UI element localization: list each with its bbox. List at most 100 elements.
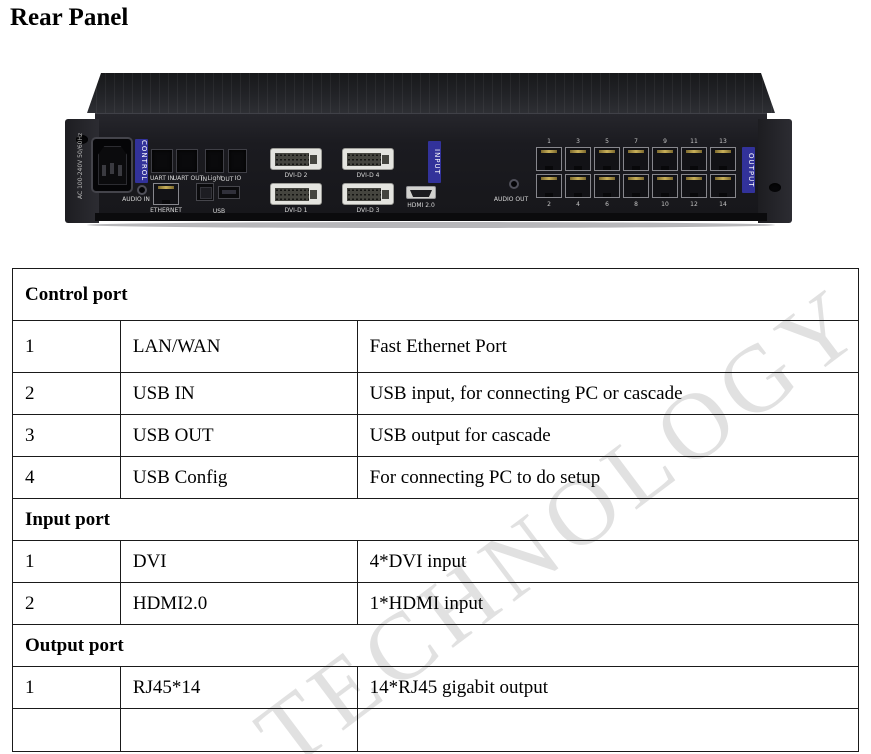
audio-in-label: AUDIO IN	[122, 196, 150, 203]
port-number: 11	[690, 138, 698, 145]
port-number: 2	[547, 201, 551, 208]
light-port	[205, 149, 224, 173]
row-desc: For connecting PC to do setup	[356, 456, 860, 499]
table-row: 3 USB OUT USB output for cascade	[12, 414, 860, 457]
row-num: 2	[12, 582, 121, 625]
output-section-label: OUTPUT	[742, 147, 755, 193]
row-num: 3	[12, 414, 121, 457]
dvi-port-4	[342, 148, 394, 170]
uart-in-port	[151, 149, 173, 173]
section-header-output: Output port	[12, 624, 859, 667]
table-row: 1 LAN/WAN Fast Ethernet Port	[12, 320, 860, 373]
control-section-label: CONTROL	[135, 139, 148, 183]
dvi-2-label: DVI-D 2	[284, 172, 308, 179]
rj45-port	[623, 147, 649, 171]
audio-out-jack	[509, 179, 519, 189]
row-name: USB IN	[119, 372, 358, 415]
spec-table: Control port 1 LAN/WAN Fast Ethernet Por…	[12, 268, 860, 752]
port-number: 10	[661, 201, 669, 208]
empty-row	[12, 708, 860, 752]
dvi-port-1	[270, 183, 322, 205]
light-label: Light	[207, 175, 223, 182]
port-number: 8	[634, 201, 638, 208]
ac-power-inlet	[91, 137, 133, 193]
row-desc: Fast Ethernet Port	[356, 320, 860, 373]
row-num: 1	[12, 320, 121, 373]
io-label: IO	[234, 175, 242, 182]
usb-a-port	[218, 186, 240, 199]
rj45-port	[536, 174, 562, 198]
uart-out-port	[176, 149, 198, 173]
section-header-row: Input port	[12, 498, 859, 541]
row-name: DVI	[119, 540, 358, 583]
rj45-port	[565, 174, 591, 198]
ethernet-port	[153, 183, 179, 205]
table-row: 4 USB Config For connecting PC to do set…	[12, 456, 860, 499]
uart-out-label: UART OUT	[172, 175, 204, 182]
rear-panel-photo: AC 100-240V 50/60Hz CONTROL AUDIO IN UAR…	[65, 73, 792, 233]
row-name: USB OUT	[119, 414, 358, 457]
row-num: 2	[12, 372, 121, 415]
rj45-port	[652, 147, 678, 171]
power-rating-label: AC 100-240V 50/60Hz	[77, 132, 84, 199]
rj45-port	[652, 174, 678, 198]
port-number: 14	[719, 201, 727, 208]
chassis-top	[87, 73, 775, 113]
uart-in-label: UART IN	[149, 175, 175, 182]
rj45-port	[710, 147, 736, 171]
section-header-row: Output port	[12, 624, 859, 667]
port-number: 9	[663, 138, 667, 145]
hdmi-label: HDMI 2.0	[407, 202, 435, 209]
rj45-port	[594, 174, 620, 198]
chassis-shadow	[87, 222, 775, 228]
usb-in-label: IN	[200, 176, 208, 183]
dvi-port-2	[270, 148, 322, 170]
rj45-port	[681, 174, 707, 198]
section-header-control: Control port	[12, 268, 859, 321]
dvi-4-label: DVI-D 4	[356, 172, 380, 179]
rack-ear-right	[758, 119, 792, 223]
rj45-port	[594, 147, 620, 171]
empty-cell	[356, 708, 860, 752]
row-desc: 1*HDMI input	[356, 582, 860, 625]
rj45-port	[681, 147, 707, 171]
mount-hole	[76, 135, 88, 144]
io-port	[228, 149, 247, 173]
mount-hole	[769, 183, 781, 192]
usb-label: USB	[212, 208, 226, 215]
empty-cell	[119, 708, 358, 752]
empty-cell	[12, 708, 121, 752]
row-name: HDMI2.0	[119, 582, 358, 625]
port-number: 7	[634, 138, 638, 145]
usb-b-port	[196, 183, 214, 201]
row-num: 4	[12, 456, 121, 499]
rj45-port	[565, 147, 591, 171]
dvi-port-3	[342, 183, 394, 205]
section-header-input: Input port	[12, 498, 859, 541]
table-row: 1 RJ45*14 14*RJ45 gigabit output	[12, 666, 860, 709]
row-desc: 14*RJ45 gigabit output	[356, 666, 860, 709]
port-number: 12	[690, 201, 698, 208]
row-name: USB Config	[119, 456, 358, 499]
port-number: 1	[547, 138, 551, 145]
row-name: LAN/WAN	[119, 320, 358, 373]
row-desc: 4*DVI input	[356, 540, 860, 583]
section-header-row: Control port	[12, 268, 859, 321]
dvi-3-label: DVI-D 3	[356, 207, 380, 214]
row-num: 1	[12, 666, 121, 709]
port-number: 4	[576, 201, 580, 208]
chassis-bottom	[95, 213, 767, 221]
row-name: RJ45*14	[119, 666, 358, 709]
dvi-1-label: DVI-D 1	[284, 207, 308, 214]
page-title: Rear Panel	[10, 4, 129, 31]
port-number: 13	[719, 138, 727, 145]
port-number: 6	[605, 201, 609, 208]
hdmi-port	[406, 186, 436, 199]
table-row: 1 DVI 4*DVI input	[12, 540, 860, 583]
table-row: 2 USB IN USB input, for connecting PC or…	[12, 372, 860, 415]
input-section-label: INPUT	[428, 141, 441, 183]
table-row: 2 HDMI2.0 1*HDMI input	[12, 582, 860, 625]
rj45-port	[536, 147, 562, 171]
usb-out-label: OUT	[220, 176, 234, 183]
